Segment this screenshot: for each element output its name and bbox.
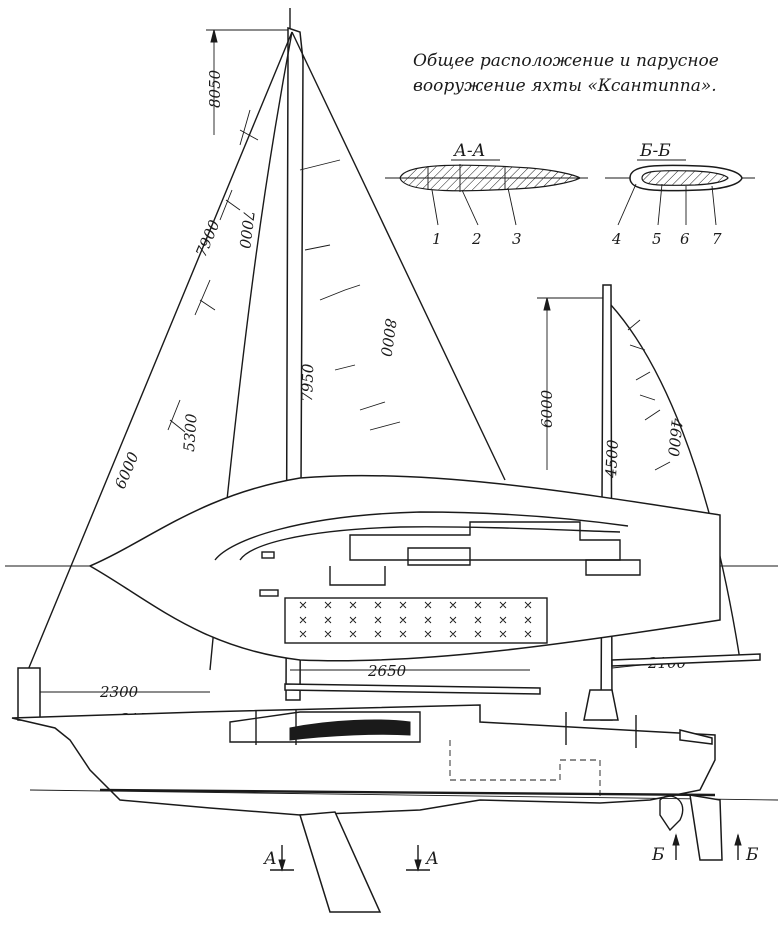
callout-line-1 [431,189,439,226]
genoa-battens [299,159,401,431]
marker-b-left: Б [651,845,665,865]
caption-line-2: вооружение яхты «Ксантиппа». [413,76,717,96]
interior-dashed [449,740,601,800]
callout-line-5 [657,183,663,226]
callout-line-7 [711,185,717,226]
skeg [659,795,684,832]
callout-1: 1 [432,230,442,248]
keel-rudder [299,794,723,913]
callout-5: 5 [652,230,662,248]
bow-pulpit [17,667,41,721]
dim-mizzen-luff: 4500 [602,439,622,480]
cabin-window [289,719,411,741]
tiller [679,729,713,745]
section-markers: А А Б Б [263,833,759,872]
mast-height-dimension: 8050 [206,29,290,135]
callout-7: 7 [712,230,722,248]
deck-outline [88,474,721,662]
cabin-side [229,711,421,743]
hull-profile [11,689,779,816]
hatch-aft [585,559,641,576]
marker-a-left: А [263,849,277,869]
callout-line-4 [617,183,637,226]
booms [17,653,761,721]
keel [299,811,382,913]
deck-coaming [214,511,629,561]
rudder [689,794,723,861]
hatch-main [329,566,386,586]
section-bb: Б-Б 4 5 6 7 [605,141,755,248]
section-aa: А-А 1 2 3 [385,141,588,248]
section-bb-label: Б-Б [639,141,671,161]
mizzen-step [583,689,619,721]
dim-mizzen-leech: 4600 [664,417,686,458]
deck-plan [88,474,721,662]
callout-line-3 [507,187,517,226]
section-bb-inner [641,170,729,186]
dim-mainsail-inner: 7000 [235,210,258,251]
grating-crosses [299,601,532,638]
forestay [27,31,293,671]
boot-top-line [99,788,716,797]
genoa-leech-line [291,31,506,481]
dim-jib-boom: 2300 [99,683,139,701]
marker-a-right: А [425,849,439,869]
callout-4: 4 [611,230,622,248]
dim-mast-height: 8050 [206,69,224,108]
marker-b-right: Б [745,845,759,865]
cabin-top [349,521,621,561]
lower-axis-line [29,789,779,801]
main-boom [284,683,541,695]
dim-jib-leech: 7900 [192,217,224,260]
caption-line-1: Общее расположение и парусное [413,51,719,71]
jib-battens [167,109,259,433]
dim-jib-luff: 6000 [111,449,143,492]
dim-main-foot: 2650 [367,662,407,680]
dim-mizzen-height: 6000 [538,389,556,428]
dim-genoa-leech: 8000 [377,317,400,358]
hull-side [11,704,716,816]
drawing-caption: Общее расположение и парусное вооружение… [413,51,719,96]
mizzen-leech [610,304,741,661]
section-aa-label: А-А [453,141,486,161]
callout-2: 2 [471,230,482,248]
dim-mast-luff: 7950 [298,363,317,402]
dim-jib-foot: 5300 [180,412,201,452]
cockpit-grating [284,597,548,644]
callout-6: 6 [680,230,690,248]
section-aa-profile [399,164,582,192]
mizzen-boom [611,653,761,667]
callout-line-2 [461,189,479,226]
callout-3: 3 [512,230,522,248]
